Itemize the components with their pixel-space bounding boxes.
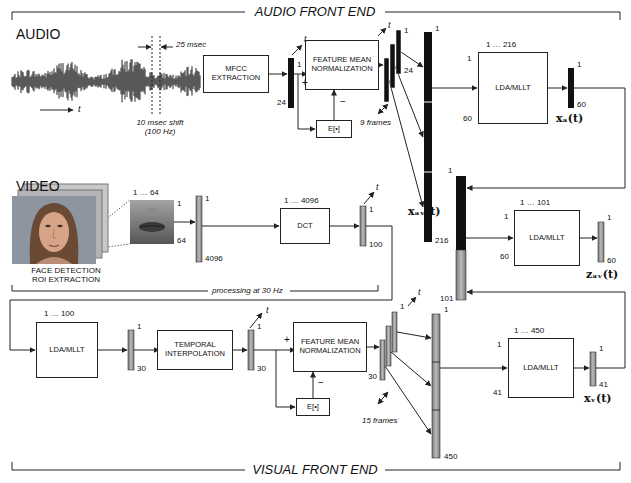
dimension-label: 1 bbox=[369, 205, 373, 214]
box-label: TEMPORAL INTERPOLATION bbox=[158, 341, 232, 358]
dimension-label: t bbox=[266, 305, 269, 315]
dimension-label: 41 bbox=[493, 388, 502, 397]
dimension-label: 1 bbox=[444, 305, 448, 314]
dimension-label: 4096 bbox=[205, 254, 223, 263]
box-label: LDA/MLLT bbox=[49, 346, 84, 355]
signal-name: xₐ(t) bbox=[556, 113, 583, 126]
process-box: MFCC EXTRACTION bbox=[203, 55, 269, 93]
process-box: LDA/MLLT bbox=[36, 322, 98, 378]
dimension-label: t bbox=[376, 182, 379, 192]
section-title: VIDEO bbox=[16, 178, 60, 194]
dimension-label: 1 … 216 bbox=[486, 40, 516, 49]
dimension-label: 10 msec shift (100 Hz) bbox=[130, 118, 190, 136]
process-box: E[•] bbox=[296, 398, 330, 416]
dimension-label: 64 bbox=[177, 236, 186, 245]
dimension-label: 24 bbox=[277, 98, 286, 107]
dimension-label: 60 bbox=[607, 256, 616, 265]
section-title: VISUAL FRONT END bbox=[252, 463, 377, 478]
dimension-label: 1 bbox=[400, 302, 404, 311]
box-label: E[•] bbox=[328, 125, 340, 134]
box-label: LDA/MLLT bbox=[495, 84, 530, 93]
box-label: MFCC EXTRACTION bbox=[204, 65, 268, 82]
dimension-label: 100 bbox=[369, 240, 382, 249]
dimension-label: − bbox=[340, 96, 346, 108]
dimension-label: 101 bbox=[440, 294, 453, 303]
dimension-label: t bbox=[418, 287, 421, 297]
dimension-label: 1 bbox=[607, 213, 611, 222]
feedback-arrow bbox=[334, 90, 335, 120]
box-label: LDA/MLLT bbox=[523, 364, 558, 373]
dimension-label: 1 bbox=[448, 166, 452, 175]
feedback-arrow bbox=[313, 372, 314, 398]
signal-name: zₐᵥ(t) bbox=[586, 269, 618, 282]
process-box: FEATURE MEAN NORMALIZATION bbox=[305, 40, 379, 90]
dimension-label: 1 bbox=[205, 194, 209, 203]
box-label: FEATURE MEAN NORMALIZATION bbox=[294, 338, 366, 355]
dimension-label: 30 bbox=[368, 372, 377, 381]
dimension-label: 60 bbox=[463, 114, 472, 123]
dimension-label: 1 bbox=[404, 26, 408, 35]
box-label: FEATURE MEAN NORMALIZATION bbox=[306, 56, 378, 73]
dimension-label: 1 bbox=[577, 60, 581, 69]
dimension-label: 1 bbox=[467, 54, 471, 63]
dimension-label: 60 bbox=[577, 100, 586, 109]
dimension-label: 216 bbox=[435, 236, 448, 245]
dimension-label: 1 bbox=[435, 24, 439, 33]
dimension-label: 1 … 100 bbox=[44, 309, 74, 318]
dimension-label: t bbox=[78, 104, 81, 114]
process-box: LDA/MLLT bbox=[514, 210, 580, 266]
process-box: LDA/MLLT bbox=[508, 338, 574, 398]
dimension-label: t bbox=[304, 34, 307, 44]
dimension-label: 60 bbox=[500, 252, 509, 261]
process-box: TEMPORAL INTERPOLATION bbox=[157, 330, 233, 370]
process-box: DCT bbox=[280, 208, 330, 244]
process-box: LDA/MLLT bbox=[478, 52, 548, 124]
dimension-label: 1 … 101 bbox=[520, 198, 550, 207]
signal-name: xₐᵥ(t) bbox=[408, 206, 441, 219]
section-title: AUDIO FRONT END bbox=[255, 5, 376, 20]
box-label: E[•] bbox=[307, 403, 319, 412]
dimension-label: 1 bbox=[599, 344, 603, 353]
dimension-label: 1 bbox=[297, 60, 301, 69]
dimension-label: t bbox=[388, 20, 391, 30]
dimension-label: 1 … 64 bbox=[133, 188, 159, 197]
dimension-label: 450 bbox=[444, 452, 457, 461]
box-label: LDA/MLLT bbox=[529, 234, 564, 243]
section-title: AUDIO bbox=[16, 26, 60, 42]
dimension-label: + bbox=[302, 77, 308, 89]
dimension-label: 1 … 450 bbox=[514, 326, 544, 335]
dimension-label: 15 frames bbox=[362, 416, 398, 425]
dimension-label: 24 bbox=[404, 66, 413, 75]
dimension-label: 9 frames bbox=[360, 118, 391, 127]
dimension-label: 1 bbox=[497, 340, 501, 349]
dimension-label: 1 bbox=[137, 322, 141, 331]
dimension-label: 41 bbox=[599, 380, 608, 389]
dimension-label: 1 … 4096 bbox=[284, 196, 319, 205]
process-box: FEATURE MEAN NORMALIZATION bbox=[293, 322, 367, 372]
dimension-label: 1 bbox=[177, 199, 181, 208]
dimension-label: − bbox=[318, 377, 324, 389]
process-box: E[•] bbox=[316, 120, 352, 138]
signal-name: xᵥ(t) bbox=[584, 393, 611, 406]
dimension-label: 30 bbox=[257, 364, 266, 373]
box-label: DCT bbox=[297, 222, 312, 231]
dimension-label: 1 bbox=[504, 212, 508, 221]
dimension-label: FACE DETECTION ROI EXTRACTION bbox=[30, 266, 102, 284]
dimension-label: processing at 30 Hz bbox=[212, 286, 283, 295]
dimension-label: 1 bbox=[257, 322, 261, 331]
dimension-label: 25 msec bbox=[176, 40, 206, 49]
dimension-label: 30 bbox=[137, 364, 146, 373]
dimension-label: + bbox=[284, 334, 290, 346]
